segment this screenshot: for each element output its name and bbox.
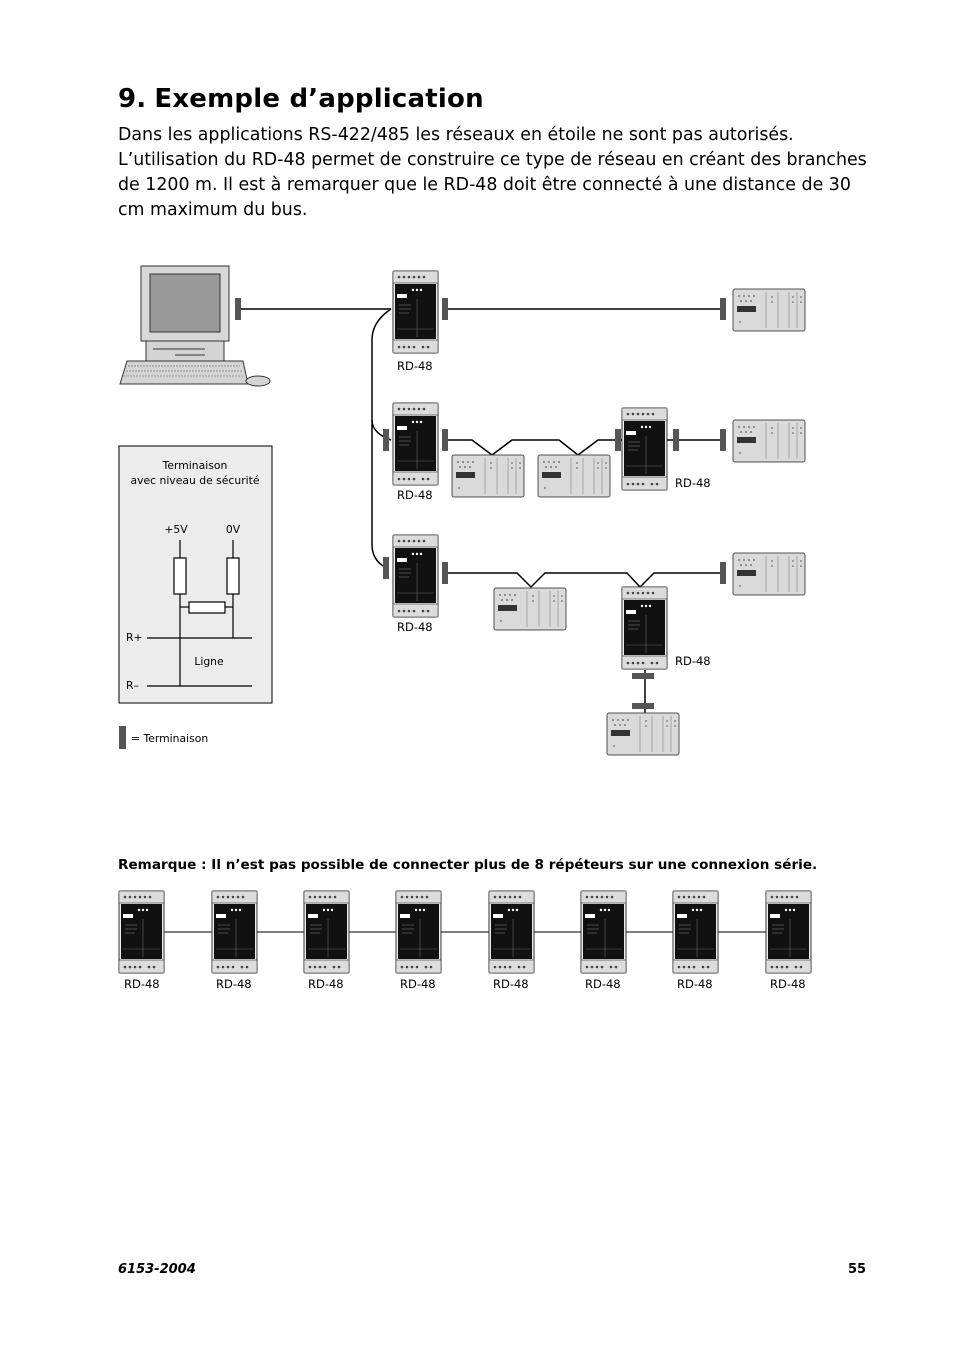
chain-label: RD-48 — [216, 977, 252, 991]
section-heading: 9.Exemple d’application — [118, 84, 484, 114]
chain-label: RD-48 — [308, 977, 344, 991]
device-module — [493, 587, 567, 631]
repeater-label: RD-48 — [397, 359, 433, 373]
computer-icon — [119, 265, 271, 387]
remark-note: Remarque : Il n’est pas possible de conn… — [118, 857, 818, 873]
repeater-label: RD-48 — [397, 488, 433, 502]
device-module — [732, 552, 806, 596]
chain-label: RD-48 — [124, 977, 160, 991]
plus-5v-label: +5V — [164, 523, 188, 536]
repeater-unit — [672, 890, 719, 974]
repeater-label: RD-48 — [675, 476, 711, 490]
document-code: 6153-2004 — [118, 1262, 196, 1277]
repeater-label: RD-48 — [397, 620, 433, 634]
repeater-unit — [395, 890, 442, 974]
device-module — [732, 288, 806, 332]
termination-title-line2: avec niveau de sécurité — [130, 474, 259, 487]
intro-paragraph: Dans les applications RS-422/485 les rés… — [118, 125, 867, 220]
r-minus-label: R– — [126, 679, 139, 692]
chain-label: RD-48 — [770, 977, 806, 991]
chain-label: RD-48 — [493, 977, 529, 991]
device-module — [537, 454, 611, 498]
device-module — [606, 712, 680, 756]
page-number: 55 — [848, 1262, 867, 1277]
repeater-unit — [392, 270, 439, 354]
repeater-label: RD-48 — [675, 654, 711, 668]
termination-box: Terminaison avec niveau de sécurité +5V … — [118, 445, 273, 704]
repeater-unit — [765, 890, 812, 974]
zero-v-label: 0V — [226, 523, 241, 536]
repeater-unit — [621, 586, 668, 670]
chain-label: RD-48 — [677, 977, 713, 991]
device-module — [451, 454, 525, 498]
section-title: Exemple d’application — [154, 84, 484, 114]
repeater-unit — [488, 890, 535, 974]
device-module — [732, 419, 806, 463]
ligne-label: Ligne — [194, 655, 224, 668]
repeater-unit — [211, 890, 258, 974]
repeater-unit — [621, 407, 668, 491]
repeater-chain: RD-48 RD-48 RD-48 RD-48 RD-48 RD-48 RD-4… — [118, 890, 812, 991]
bus-lines — [239, 308, 724, 715]
chain-label: RD-48 — [585, 977, 621, 991]
chain-label: RD-48 — [400, 977, 436, 991]
repeater-unit — [118, 890, 165, 974]
section-number: 9. — [118, 84, 147, 114]
repeater-unit — [580, 890, 627, 974]
termination-legend-text: = Terminaison — [131, 732, 208, 745]
repeater-unit — [303, 890, 350, 974]
repeater-unit — [392, 534, 439, 618]
repeater-unit — [392, 402, 439, 486]
termination-legend-swatch — [119, 726, 126, 749]
termination-title-line1: Terminaison — [162, 459, 228, 472]
r-plus-label: R+ — [126, 631, 143, 644]
